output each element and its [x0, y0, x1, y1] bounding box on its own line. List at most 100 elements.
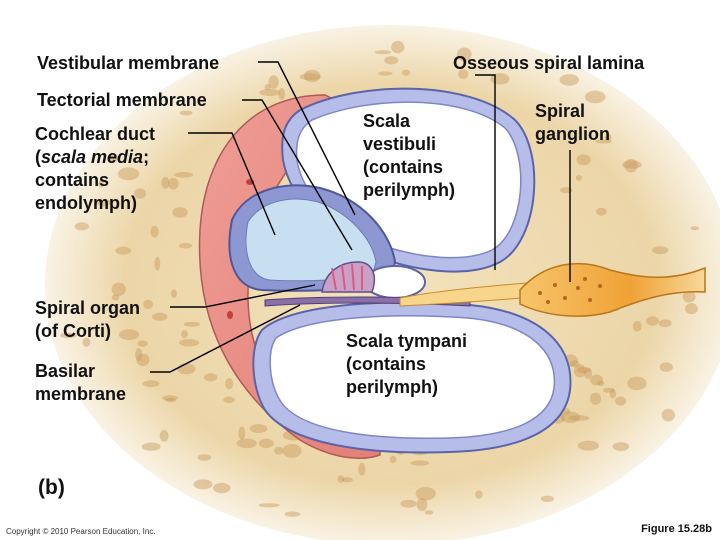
bone-pore [632, 320, 642, 332]
bone-pore [150, 225, 159, 238]
bone-pore [682, 291, 696, 303]
bone-pore [584, 90, 606, 104]
cochlear-duct-open-paren: ( [35, 147, 41, 167]
scala-tympani-line2: (contains [346, 354, 427, 374]
bone-pore [337, 475, 345, 483]
bone-pore [299, 73, 321, 81]
bone-pore [264, 83, 271, 91]
bone-pore [400, 499, 417, 508]
bone-pore [612, 442, 630, 452]
bone-pore [374, 50, 392, 55]
bone-pore [213, 482, 231, 494]
spiral-organ-line2: (of Corti) [35, 321, 111, 341]
scala-vestibuli-line1: Scala [363, 111, 411, 131]
bone-pore [152, 312, 168, 321]
bone-pore [258, 438, 274, 449]
bone-pore [74, 222, 89, 231]
cochlear-duct-semicolon: ; [143, 147, 150, 167]
bone-pore [193, 479, 213, 490]
bone-pore [540, 495, 555, 502]
endolymph-space [245, 198, 377, 282]
bone-pore [690, 226, 700, 231]
bone-pore [415, 487, 436, 501]
bone-pore [259, 88, 281, 97]
bone-pore [115, 246, 132, 255]
label-basilar-membrane: Basilar membrane [35, 360, 126, 406]
bone-pore [274, 446, 284, 455]
bone-pore [416, 498, 428, 511]
bone-pore [391, 40, 405, 54]
bone-pore [576, 154, 591, 166]
scala-tympani-cavity [269, 315, 556, 440]
bone-pore [609, 389, 616, 399]
spiral-organ-line1: Spiral organ [35, 298, 141, 318]
bone-pore [685, 303, 698, 315]
bone-pore [203, 373, 218, 382]
bone-pore [178, 242, 193, 249]
bone-pore [659, 362, 673, 372]
cochlear-duct-line2: (scala media; [35, 146, 155, 169]
scala-vestibuli-line3: (contains [363, 157, 444, 177]
bone-pore [401, 69, 411, 76]
bone-pore [136, 353, 150, 367]
spiral-ganglion-line1: Spiral [535, 101, 586, 121]
bone-pore [590, 374, 603, 386]
cochlear-duct-line1: Cochlear duct [35, 124, 156, 144]
bone-pore [162, 395, 179, 401]
bone-pore [181, 330, 188, 339]
bone-pore [143, 299, 154, 309]
spiral-ganglion-line2: ganglion [535, 124, 610, 144]
label-cochlear-duct: Cochlear duct (scala media; contains end… [35, 123, 155, 215]
bone-pore [627, 376, 647, 391]
bone-pore [646, 316, 659, 326]
bone-pore [258, 503, 280, 508]
bone-pore [172, 207, 188, 218]
bone-pore [284, 511, 301, 517]
label-scala-vestibuli: Scala vestibuli (contains perilymph) [363, 110, 455, 202]
copyright-notice: Copyright © 2010 Pearson Education, Inc. [6, 527, 156, 536]
bone-pore [141, 442, 161, 451]
bone-pore [249, 424, 268, 433]
bone-pore [577, 440, 600, 451]
scala-vestibuli-line4: perilymph) [363, 180, 456, 200]
leader-lines [150, 61, 571, 373]
cochlear-duct-line3: contains [35, 170, 110, 190]
bone-pore [604, 133, 612, 142]
bone-pore [236, 438, 257, 449]
bone-pore [341, 477, 354, 483]
bone-pore [563, 408, 571, 415]
bone-pore [377, 71, 393, 76]
bone-pore [658, 319, 672, 328]
bone-pore [596, 380, 605, 387]
bone-pore [583, 367, 593, 379]
bone-pore [168, 177, 179, 190]
bone-pore [595, 139, 613, 144]
bone-pore [456, 47, 472, 62]
bone-pore [82, 337, 91, 347]
bone-pore [165, 398, 177, 403]
bone-pore [602, 387, 615, 393]
bone-pore [134, 188, 146, 199]
bone-pore [590, 392, 601, 405]
label-vestibular-membrane: Vestibular membrane [37, 53, 220, 73]
label-osseous-spiral-lamina: Osseous spiral lamina [453, 53, 645, 73]
bone-pore [108, 153, 119, 162]
bone-pore [96, 199, 112, 207]
bone-pore [223, 396, 235, 404]
bone-pore [159, 429, 169, 442]
basilar-line2: membrane [35, 384, 127, 404]
bone-pore [568, 415, 590, 421]
bone-pore [98, 180, 105, 188]
cochlear-duct-scala-media: scala media [41, 147, 144, 167]
bone-pore [197, 454, 211, 461]
bone-pore [137, 340, 148, 347]
bone-pore [358, 462, 366, 476]
bone-pore [111, 294, 120, 301]
scala-tympani-line3: perilymph) [346, 377, 439, 397]
bone-pore [475, 490, 483, 499]
basilar-line1: Basilar [35, 361, 96, 381]
bone-pore [652, 246, 669, 255]
bone-pore [573, 364, 586, 378]
cochlear-duct-line4: endolymph) [35, 193, 137, 213]
